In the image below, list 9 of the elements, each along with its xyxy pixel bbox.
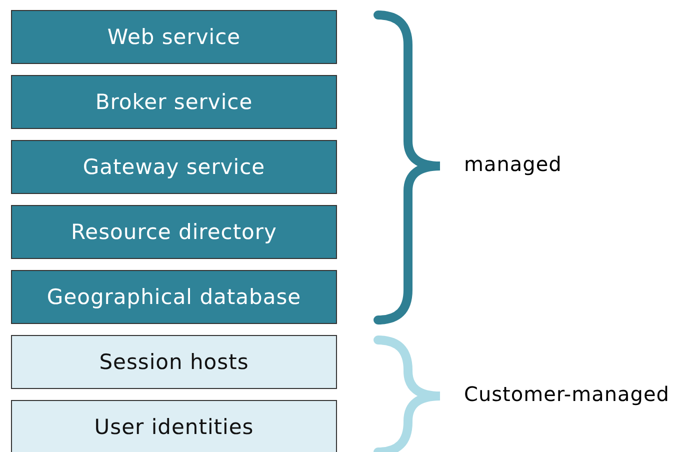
service-box: Geographical database <box>11 270 337 324</box>
group-label: managed <box>464 152 562 176</box>
service-box: Web service <box>11 10 337 64</box>
service-box: Gateway service <box>11 140 337 194</box>
service-box: Broker service <box>11 75 337 129</box>
service-box: Session hosts <box>11 335 337 389</box>
group-label: Customer-managed <box>464 382 670 406</box>
service-box: Resource directory <box>11 205 337 259</box>
service-box: User identities <box>11 400 337 452</box>
